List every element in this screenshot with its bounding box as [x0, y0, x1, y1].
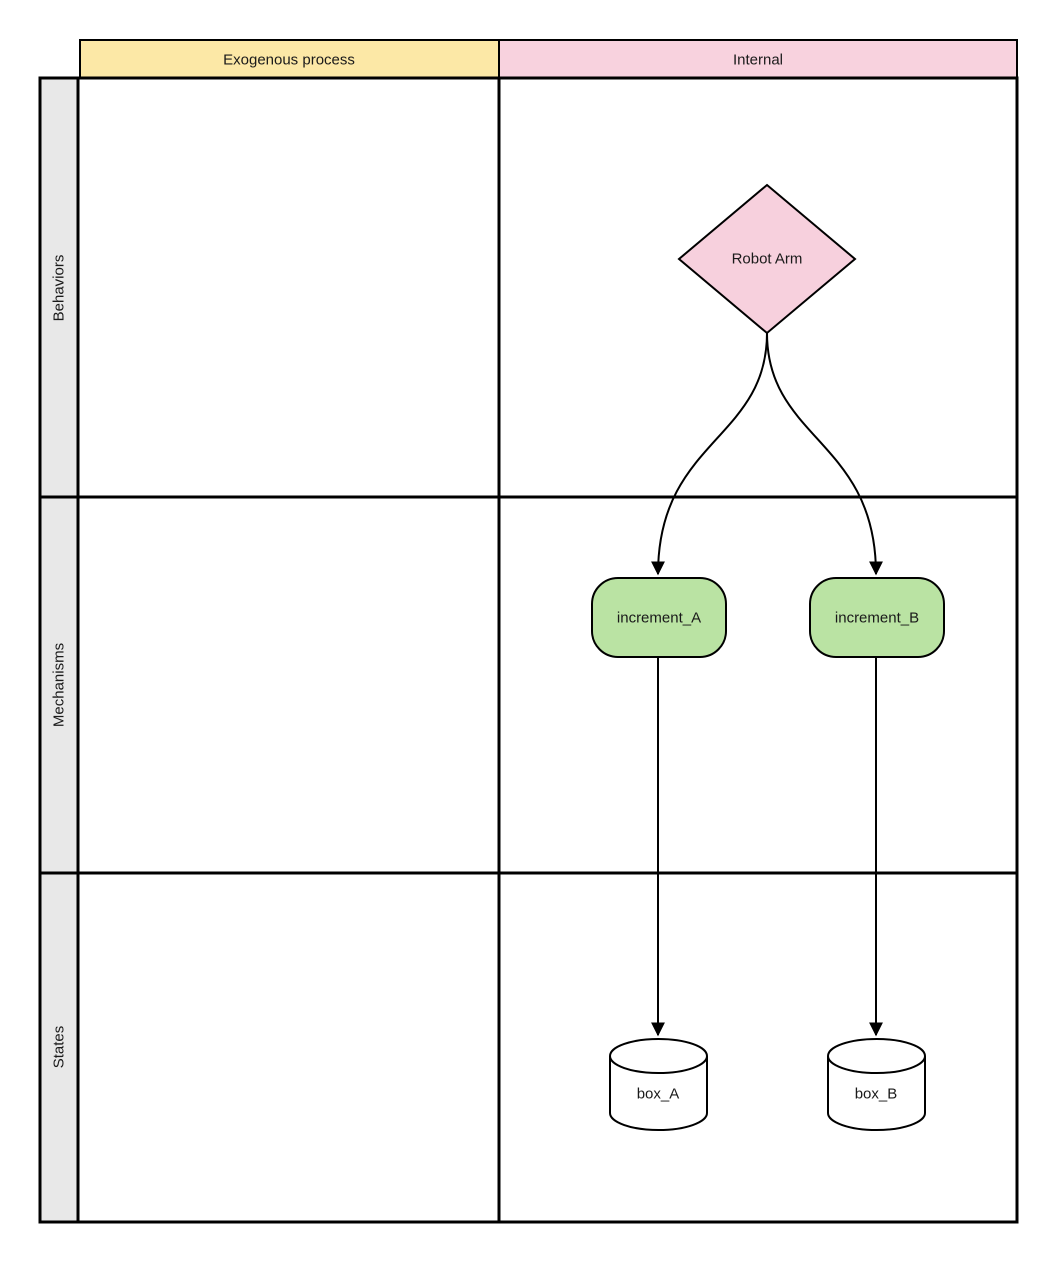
column-header-internal-label: Internal	[733, 52, 783, 69]
rounded-rect-shape	[809, 577, 945, 658]
edge-robotarm-to-incrementb	[766, 332, 883, 576]
row-label-states: States	[51, 1026, 68, 1069]
cylinder-top	[609, 1038, 708, 1074]
row-header-column	[40, 78, 78, 1222]
node-robot-arm: Robot Arm	[677, 183, 857, 335]
row-header-cell-behaviors	[40, 78, 78, 497]
row-header-cell-mechanisms	[40, 497, 78, 873]
node-box-a-label: box_A	[637, 1086, 680, 1103]
node-robot-arm-label: Robot Arm	[732, 251, 803, 268]
node-increment-a: increment_A	[591, 577, 727, 658]
rounded-rect-shape	[591, 577, 727, 658]
cylinder-body	[609, 1056, 708, 1131]
cylinder-top	[827, 1038, 926, 1074]
row-labels: Behaviors Mechanisms States	[51, 255, 68, 1069]
edges	[651, 332, 883, 1037]
grid-lines	[38, 76, 1019, 1224]
grid-outer-border	[38, 76, 1019, 1224]
node-increment-b-label: increment_B	[835, 610, 919, 627]
row-label-behaviors: Behaviors	[51, 255, 68, 322]
column-headers: Exogenous process Internal	[79, 39, 1018, 79]
row-header-cell-states	[40, 873, 78, 1222]
edge-robotarm-to-incrementa	[651, 332, 768, 576]
row-label-mechanisms: Mechanisms	[51, 643, 68, 727]
node-box-b: box_B	[827, 1038, 926, 1131]
cylinder-body	[827, 1056, 926, 1131]
node-box-a: box_A	[609, 1038, 708, 1131]
node-increment-a-label: increment_A	[617, 610, 701, 627]
node-box-b-label: box_B	[855, 1086, 898, 1103]
node-increment-b: increment_B	[809, 577, 945, 658]
column-header-exogenous-label: Exogenous process	[223, 52, 355, 69]
diamond-shape	[677, 183, 857, 335]
